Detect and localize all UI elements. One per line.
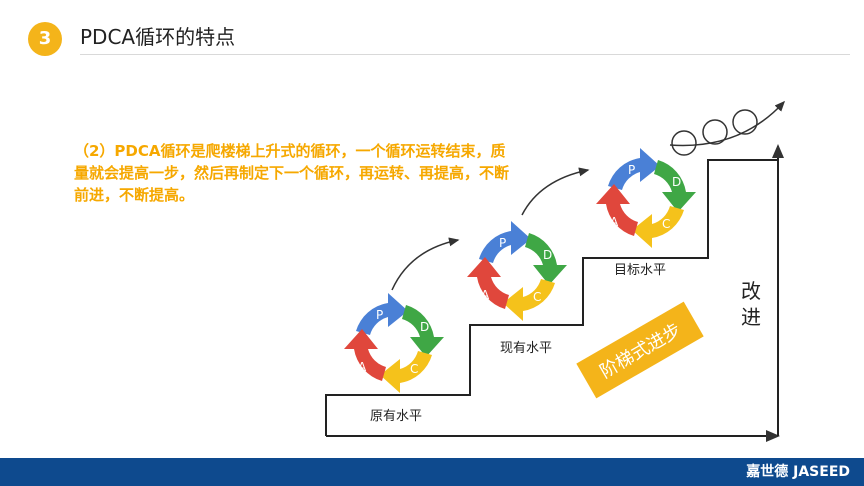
- improve-label-1: 改: [741, 279, 761, 303]
- d-segment: [525, 233, 567, 285]
- future-circle-3: [732, 109, 758, 135]
- cycle-letter-p: P: [499, 236, 506, 250]
- c-segment: [380, 351, 432, 393]
- step-label-original: 原有水平: [370, 409, 422, 424]
- cycle-letter-p: P: [628, 163, 635, 177]
- page-title: PDCA循环的特点: [80, 25, 236, 49]
- cycle-letter-d: D: [420, 320, 429, 334]
- d-segment: [654, 160, 696, 212]
- cycle-letter-p: P: [376, 308, 383, 322]
- cycle-letter-d: D: [543, 248, 552, 262]
- step-label-current: 现有水平: [500, 341, 552, 356]
- rise-arrow-3: [669, 100, 786, 147]
- cycle-letter-a: A: [358, 360, 367, 374]
- a-segment: [467, 257, 509, 309]
- p-segment: [356, 293, 408, 335]
- cycle-letter-c: C: [533, 290, 541, 304]
- c-segment: [503, 279, 555, 321]
- a-segment: [344, 329, 386, 381]
- rise-arrow-2: [521, 167, 590, 216]
- footer-brand: 嘉世德 JASEED: [746, 464, 850, 480]
- pdca-cycle-3: P D C A: [596, 148, 696, 248]
- a-segment: [596, 184, 638, 236]
- future-circle-2: [702, 119, 728, 145]
- p-segment: [479, 221, 531, 263]
- future-circle-1: [671, 130, 697, 156]
- cycle-letter-a: A: [610, 215, 619, 229]
- cycle-letter-c: C: [410, 362, 418, 376]
- cycle-letter-c: C: [662, 217, 670, 231]
- d-segment: [402, 305, 444, 357]
- pdca-cycle-1: P D C A: [344, 293, 444, 393]
- c-segment: [632, 206, 684, 248]
- p-segment: [608, 148, 660, 190]
- cycle-letter-d: D: [672, 175, 681, 189]
- improve-label-2: 进: [741, 305, 761, 329]
- title-divider: [80, 54, 850, 55]
- progress-banner: 阶梯式进步: [576, 301, 704, 399]
- description-text: （2）PDCA循环是爬楼梯上升式的循环，一个循环运转结束，质量就会提高一步，然后…: [74, 142, 510, 204]
- staircase-line: [325, 159, 778, 436]
- cycle-letter-a: A: [481, 288, 490, 302]
- pdca-cycle-2: P D C A: [467, 221, 567, 321]
- section-number-badge: 3: [28, 22, 62, 56]
- footer-bar: [0, 458, 864, 486]
- rise-arrow-1: [391, 237, 460, 291]
- step-label-target: 目标水平: [614, 263, 666, 278]
